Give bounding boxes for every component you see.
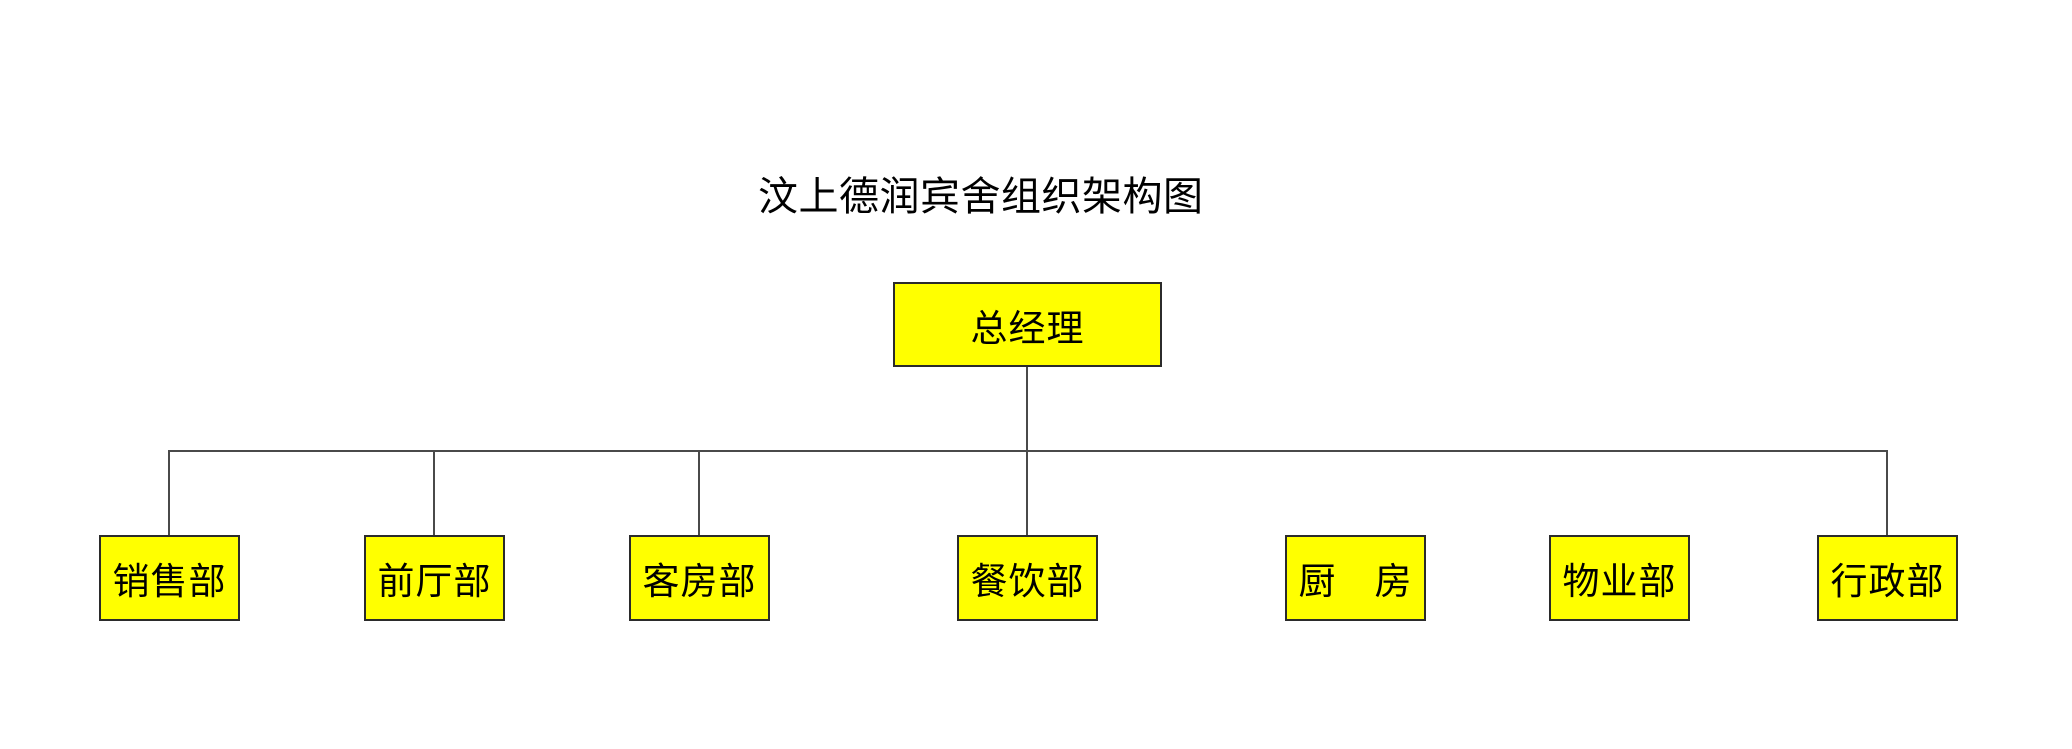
dept-sales-label: 销售部 <box>112 562 227 603</box>
connector-drop-sales-line <box>168 450 170 536</box>
dept-food-beverage-label: 餐饮部 <box>970 562 1085 603</box>
dept-front-office-box: 前厅部 <box>364 535 505 621</box>
dept-property-box: 物业部 <box>1549 535 1690 621</box>
connector-rail-line <box>168 450 1888 452</box>
page-title: 汶上德润宾舍组织架构图 <box>758 174 1204 219</box>
dept-kitchen-label: 厨 房 <box>1298 562 1413 603</box>
dept-property-label: 物业部 <box>1562 562 1677 603</box>
dept-housekeeping-label: 客房部 <box>642 562 757 603</box>
connector-drop-front-office-line <box>433 450 435 536</box>
dept-front-office-label: 前厅部 <box>377 562 492 603</box>
dept-admin-label: 行政部 <box>1830 562 1945 603</box>
connector-drop-admin-line <box>1886 450 1888 536</box>
dept-sales-box: 销售部 <box>99 535 240 621</box>
dept-kitchen-box: 厨 房 <box>1285 535 1426 621</box>
general-manager-label: 总经理 <box>970 308 1085 350</box>
dept-housekeeping-box: 客房部 <box>629 535 770 621</box>
general-manager-box: 总经理 <box>893 282 1162 367</box>
dept-admin-box: 行政部 <box>1817 535 1958 621</box>
connector-drop-housekeeping-line <box>698 450 700 536</box>
dept-food-beverage-box: 餐饮部 <box>957 535 1098 621</box>
